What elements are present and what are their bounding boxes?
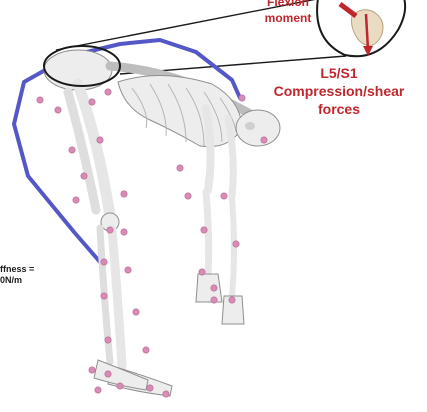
marker (121, 229, 127, 235)
flexion-label-line2: moment (246, 10, 330, 26)
marker (105, 89, 111, 95)
skeleton (44, 50, 280, 396)
marker (239, 95, 245, 101)
marker (177, 165, 183, 171)
stiffness-label: ffness = 0N/m (0, 264, 34, 286)
marker (97, 137, 103, 143)
marker (89, 99, 95, 105)
marker (89, 367, 95, 373)
marker (105, 337, 111, 343)
flexion-moment-label: Flexion moment (246, 0, 330, 26)
l5s1-label-line2: Compression/shear (264, 82, 414, 100)
inset-circle (317, 0, 405, 56)
upper-arm-far (228, 118, 233, 196)
marker (55, 107, 61, 113)
marker (101, 293, 107, 299)
marker (117, 383, 123, 389)
marker (143, 347, 149, 353)
marker (95, 387, 101, 393)
marker (199, 269, 205, 275)
l5s1-label-line1: L5/S1 (264, 64, 414, 82)
marker (37, 97, 43, 103)
marker (105, 371, 111, 377)
marker (211, 297, 217, 303)
stiffness-label-line2: 0N/m (0, 275, 34, 286)
marker (163, 391, 169, 397)
marker (73, 197, 79, 203)
marker (69, 147, 75, 153)
marker (201, 227, 207, 233)
forearm-near (206, 192, 209, 274)
marker (107, 227, 113, 233)
marker (101, 259, 107, 265)
tibia (112, 230, 122, 366)
marker (121, 191, 127, 197)
stiffness-label-line1: ffness = (0, 264, 34, 275)
l5s1-label-line3: forces (264, 100, 414, 118)
marker (81, 173, 87, 179)
l5s1-forces-label: L5/S1 Compression/shear forces (264, 64, 414, 118)
marker (221, 193, 227, 199)
marker (229, 297, 235, 303)
forearm-far (232, 198, 234, 296)
upper-arm-near (206, 108, 211, 190)
rib-cage (118, 75, 242, 146)
marker (261, 137, 267, 143)
flexion-label-line1: Flexion (246, 0, 330, 10)
marker (133, 309, 139, 315)
marker (125, 267, 131, 273)
marker (185, 193, 191, 199)
hand-near (196, 274, 222, 302)
marker (211, 285, 217, 291)
marker (147, 385, 153, 391)
marker (233, 241, 239, 247)
